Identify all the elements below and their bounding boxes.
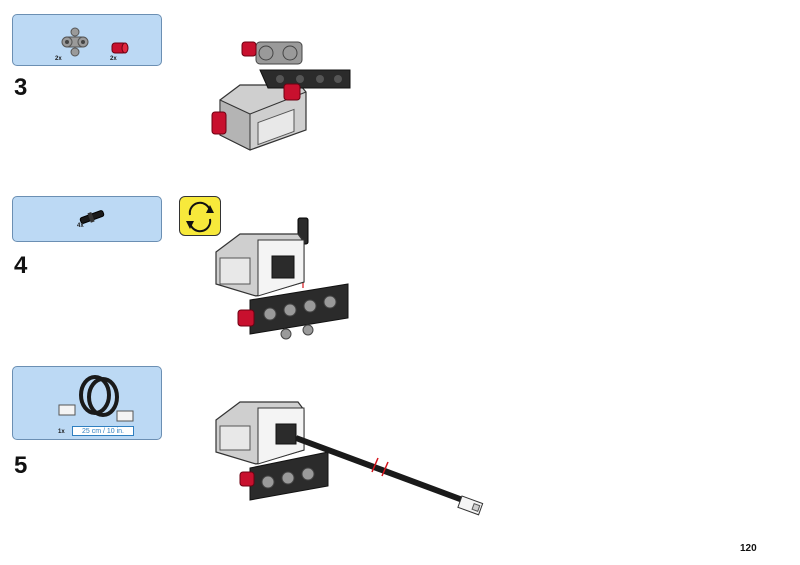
cross-connector-icon — [61, 27, 89, 57]
assembly-illustration-step-3 — [211, 41, 351, 151]
part-qty: 2x — [55, 56, 62, 62]
parts-callout-step-4: 4x — [12, 196, 162, 242]
step-number: 3 — [14, 74, 28, 101]
axle-pin-icon — [79, 210, 105, 224]
rotate-model-icon — [186, 201, 214, 233]
assembly-illustration-step-5 — [215, 401, 484, 516]
cable-icon — [58, 375, 134, 422]
rotate-model-badge — [179, 196, 221, 236]
part-qty: 2x — [110, 56, 117, 62]
page-number: 120 — [740, 543, 757, 554]
assembly-illustration-step-4 — [215, 217, 349, 340]
part-qty: 1x — [58, 429, 65, 435]
step-number: 4 — [14, 252, 28, 279]
step-number: 5 — [14, 452, 28, 479]
cable-length-label: 25 cm / 10 in. — [72, 426, 134, 436]
part-qty: 4x — [77, 223, 84, 229]
parts-callout-step-3: 2x 2x — [12, 14, 162, 66]
red-bush-icon — [111, 42, 129, 54]
